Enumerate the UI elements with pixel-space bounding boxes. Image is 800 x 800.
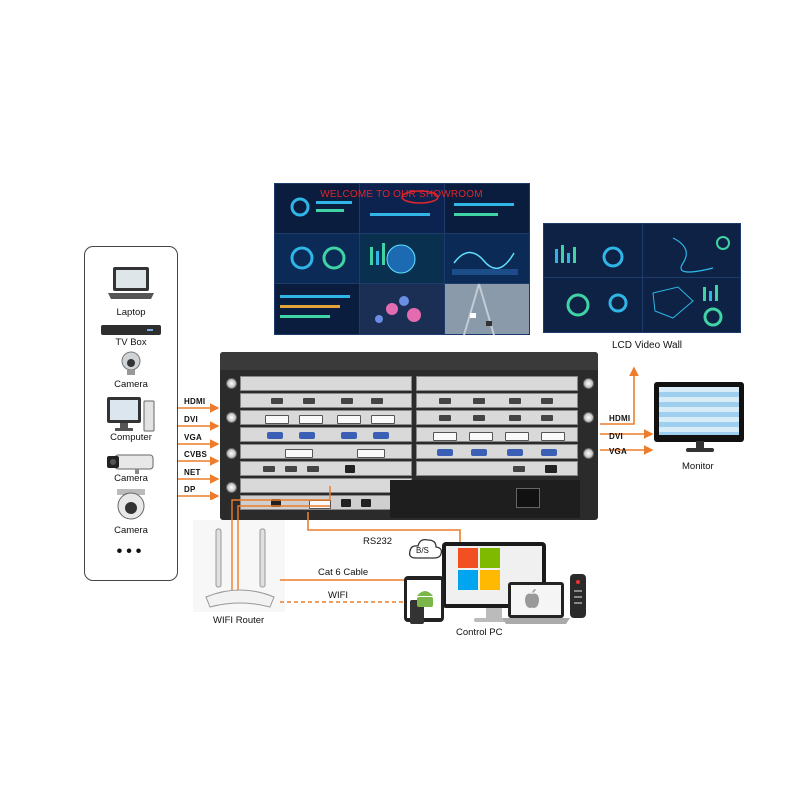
output-card-misc bbox=[416, 461, 578, 476]
cat6-label: Cat 6 Cable bbox=[318, 567, 369, 578]
output-card-dvi bbox=[416, 427, 578, 442]
lcd-video-wall-label: LCD Video Wall bbox=[612, 340, 683, 351]
source-label-camera-3: Camera bbox=[114, 525, 148, 536]
main-video-wall: WELCOME TO OUR SHOWROOM bbox=[274, 183, 530, 335]
input-label-dp: DP bbox=[184, 485, 196, 494]
lcd-video-wall bbox=[543, 223, 741, 333]
input-card-cvbs bbox=[240, 444, 412, 459]
input-card-dvi bbox=[240, 410, 412, 425]
wifi-label: WIFI bbox=[328, 590, 349, 601]
showroom-banner: WELCOME TO OUR SHOWROOM bbox=[320, 189, 483, 200]
dome-camera-icon bbox=[117, 489, 145, 520]
control-pc-label: Control PC bbox=[456, 627, 503, 638]
output-arrows bbox=[600, 366, 654, 455]
more-sources-ellipsis: ••• bbox=[116, 543, 146, 560]
output-card-1 bbox=[416, 376, 578, 391]
monitor-stand bbox=[686, 441, 714, 452]
laptop-icon bbox=[108, 267, 154, 299]
main-wall-graphics bbox=[280, 190, 518, 335]
control-pc-devices bbox=[404, 542, 586, 624]
computer-icon bbox=[107, 397, 155, 432]
bullet-camera-icon bbox=[107, 454, 154, 474]
camera-icon bbox=[121, 351, 141, 375]
source-label-computer: Computer bbox=[110, 432, 152, 443]
input-arrows bbox=[178, 403, 220, 500]
output-card-hdmi-1 bbox=[416, 393, 578, 408]
apple-logo-icon bbox=[525, 589, 539, 608]
output-card-hdmi-2 bbox=[416, 410, 578, 425]
output-label-dvi: DVI bbox=[609, 432, 623, 441]
monitor-label: Monitor bbox=[682, 461, 714, 472]
bs-label: B/S bbox=[416, 546, 429, 555]
rs232-label: RS232 bbox=[363, 536, 393, 547]
tv-box-icon bbox=[101, 325, 161, 335]
source-label-tv-box: TV Box bbox=[115, 337, 147, 348]
output-card-vga bbox=[416, 444, 578, 459]
source-label-camera-1: Camera bbox=[114, 379, 148, 390]
wifi-router-label: WIFI Router bbox=[213, 615, 265, 626]
input-label-cvbs: CVBS bbox=[184, 450, 208, 459]
source-label-laptop: Laptop bbox=[116, 307, 146, 318]
power-supply-bay bbox=[390, 480, 580, 518]
input-label-dvi: DVI bbox=[184, 415, 198, 424]
input-label-vga: VGA bbox=[184, 433, 202, 442]
lcd-wall-graphics bbox=[555, 236, 730, 327]
input-label-net: NET bbox=[184, 468, 201, 477]
power-socket-icon bbox=[516, 488, 540, 508]
input-card-vga bbox=[240, 427, 412, 442]
input-label-hdmi: HDMI bbox=[184, 397, 206, 406]
windows-logo-icon bbox=[458, 548, 500, 590]
output-label-vga: VGA bbox=[609, 447, 627, 456]
monitor-icon bbox=[654, 382, 744, 442]
source-label-camera-2: Camera bbox=[114, 473, 148, 484]
matrix-switcher-chassis bbox=[220, 352, 598, 520]
wifi-router-icon bbox=[205, 528, 275, 608]
input-card-net bbox=[240, 461, 412, 476]
input-card-1 bbox=[240, 376, 412, 391]
cloud-icon bbox=[408, 538, 443, 559]
source-devices-panel: Laptop TV Box Camera Computer Camera Cam… bbox=[84, 246, 178, 581]
input-card-hdmi bbox=[240, 393, 412, 408]
output-label-hdmi: HDMI bbox=[609, 414, 631, 423]
android-logo-icon bbox=[417, 591, 433, 607]
